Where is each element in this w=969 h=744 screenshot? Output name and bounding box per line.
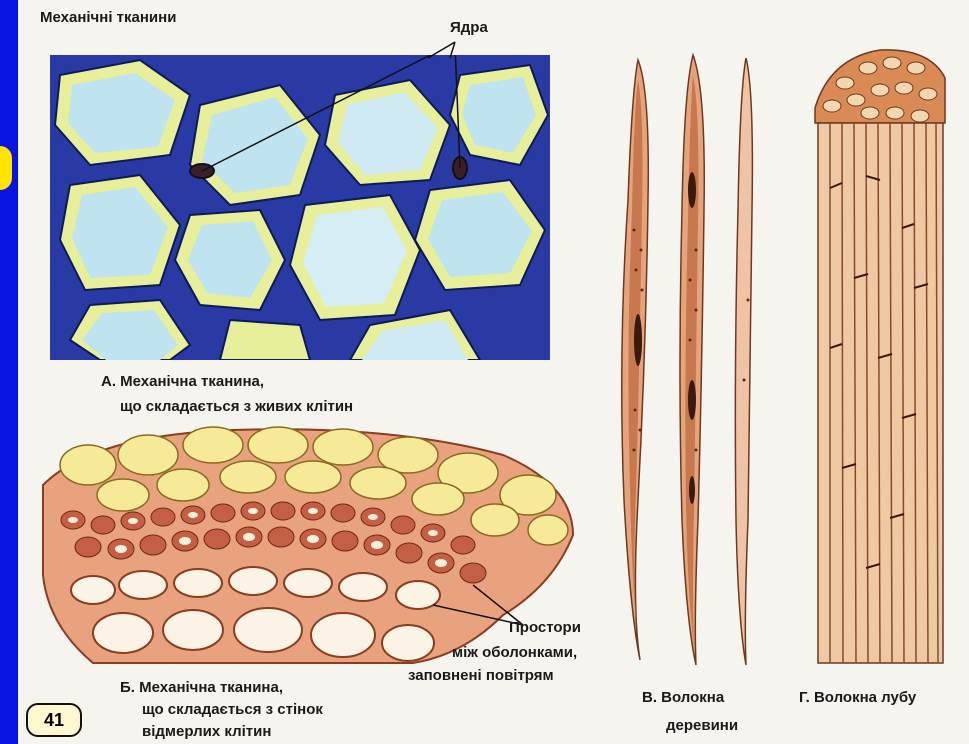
spaces-label-line2: між оболонками,	[452, 643, 577, 662]
textbook-page: Механічні тканини Ядра	[18, 0, 969, 744]
spaces-label-line3: заповнені повітрям	[408, 666, 554, 685]
caption-b-line3: відмерлих клітин	[142, 722, 271, 741]
caption-a-line2: що складається з живих клітин	[120, 397, 353, 416]
panel-a-illustration	[50, 55, 550, 360]
spaces-label-line1: Простори	[509, 618, 581, 637]
caption-b-line2: що складається з стінок	[142, 700, 323, 719]
caption-b-line1: Б. Механічна тканина,	[120, 678, 283, 697]
caption-g: Г. Волокна лубу	[799, 688, 916, 707]
caption-v-line2: деревини	[666, 716, 738, 735]
caption-v-line1: В. Волокна	[642, 688, 724, 707]
panel-v-wood-fibers	[608, 50, 768, 670]
panel-g-bast-fibers	[810, 48, 950, 668]
slide-edge-marker	[0, 146, 12, 190]
caption-a-line1: А. Механічна тканина,	[101, 372, 264, 391]
figure-number-badge: 41	[26, 703, 82, 737]
